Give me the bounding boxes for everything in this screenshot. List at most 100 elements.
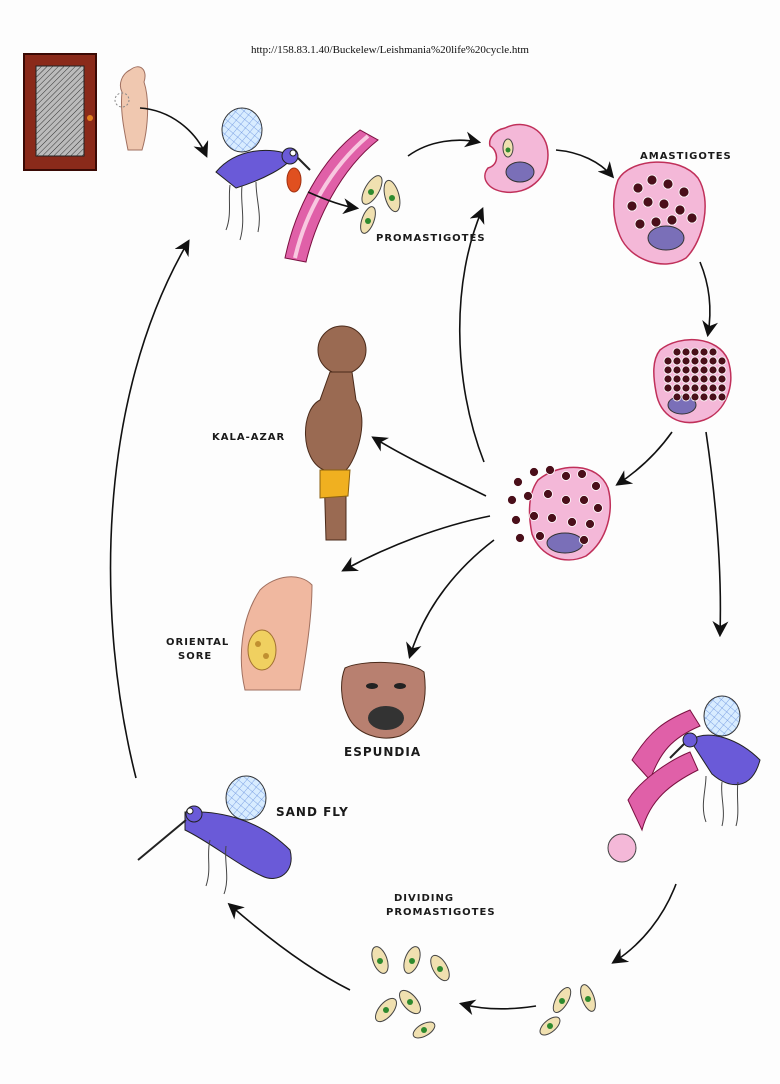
amastigote-dot (672, 365, 682, 375)
amastigote-dot (681, 356, 691, 366)
sand-fly-top-illustration (215, 107, 311, 241)
amastigote-dot (690, 347, 700, 357)
kala-azar-child-illustration (305, 325, 367, 541)
amastigote-dot (681, 374, 691, 384)
arrow-dividing-to-sandfly (227, 902, 351, 991)
amastigote-dot (699, 347, 709, 357)
amastigote-dot (535, 531, 545, 541)
label-amastigotes: AMASTIGOTES (640, 151, 732, 162)
dividing-promastigotes-group (371, 946, 450, 1039)
arrow-fly-to-promastigotes (307, 191, 360, 215)
arrow-to-oriental-sore (341, 515, 491, 572)
source-url: http://158.83.1.40/Buckelew/Leishmania%2… (251, 44, 529, 56)
amastigote-dot (561, 495, 571, 505)
amastigote-dot (577, 469, 587, 479)
label-kala-azar: KALA-AZAR (212, 432, 286, 443)
amastigote-dot (626, 200, 638, 212)
arrow-ruptured-to-macrophage (458, 207, 485, 463)
amastigote-dot (717, 392, 727, 402)
amastigote-dot (672, 383, 682, 393)
amastigote-dot (708, 365, 718, 375)
amastigote-dot (515, 533, 525, 543)
amastigote-dot (699, 383, 709, 393)
amastigote-dot (708, 356, 718, 366)
amastigote-dot (672, 347, 682, 357)
amastigote-cell-1 (613, 161, 706, 265)
label-dividing-line2: PROMASTIGOTES (386, 907, 496, 918)
arrow-dense-down (705, 431, 729, 638)
amastigote-dot (543, 489, 553, 499)
amastigote-dot (708, 374, 718, 384)
amastigote-dot (663, 356, 673, 366)
amastigote-dot (567, 517, 577, 527)
amastigote-dot (681, 383, 691, 393)
promastigotes-group-top (360, 175, 401, 234)
amastigote-dot (511, 515, 521, 525)
amastigote-dot (681, 365, 691, 375)
label-espundia: ESPUNDIA (344, 745, 422, 759)
arrow-vessel-to-macrophage (407, 131, 482, 157)
arrow-to-kala-azar (371, 436, 487, 497)
amastigote-dot (699, 374, 709, 384)
arrow-fly-to-promastigotes-bottom (611, 883, 677, 964)
amastigote-dot (690, 374, 700, 384)
amastigote-dot (591, 481, 601, 491)
amastigote-dot (579, 495, 589, 505)
amastigote-dot (663, 374, 673, 384)
ruptured-cell (507, 465, 611, 561)
amastigote-dot (690, 356, 700, 366)
oriental-sore-illustration (240, 576, 313, 691)
arrow-dense-to-ruptured (615, 431, 673, 486)
amastigote-dot (547, 513, 557, 523)
amastigote-dot (717, 374, 727, 384)
sand-fly-bottom-illustration (137, 775, 292, 895)
label-sand-fly: SAND FLY (276, 805, 349, 819)
amastigote-dot (579, 535, 589, 545)
amastigote-dot (708, 383, 718, 393)
amastigote-dot (699, 392, 709, 402)
amastigote-dot (699, 356, 709, 366)
label-oriental-sore-line2: SORE (178, 651, 213, 662)
label-promastigotes: PROMASTIGOTES (376, 233, 486, 244)
arrows (109, 107, 729, 1016)
amastigote-dot (663, 383, 673, 393)
amastigote-dot (672, 374, 682, 384)
promastigotes-group-bottom (539, 984, 596, 1036)
arrow-promastigotes-to-dividing (458, 999, 537, 1016)
amastigote-dot (690, 365, 700, 375)
label-dividing-line1: DIVIDING (394, 893, 455, 904)
amastigote-dot (672, 356, 682, 366)
amastigote-dot (666, 214, 678, 226)
amastigote-dot (717, 356, 727, 366)
macrophage-engulfing (484, 123, 549, 194)
amastigote-dot (529, 467, 539, 477)
amastigote-dot (523, 491, 533, 501)
amastigote-dot (708, 392, 718, 402)
label-oriental-sore-line1: ORIENTAL (166, 637, 230, 648)
amastigote-dot (663, 365, 673, 375)
amastigote-cell-dense (653, 338, 732, 424)
arrow-arm-to-fly (139, 107, 209, 158)
amastigote-dot (672, 392, 682, 402)
amastigote-dot (708, 347, 718, 357)
amastigote-dot (699, 365, 709, 375)
amastigote-dot (513, 477, 523, 487)
amastigote-dot (561, 471, 571, 481)
amastigote-dot (593, 503, 603, 513)
amastigote-dot (545, 465, 555, 475)
amastigote-dot (717, 383, 727, 393)
arrow-amastigotes-to-dense (699, 261, 718, 338)
amastigote-dot (717, 365, 727, 375)
human-arm-illustration (114, 66, 149, 151)
amastigote-dot (686, 212, 698, 224)
amastigote-dot (681, 392, 691, 402)
amastigote-dot (681, 347, 691, 357)
blood-vessel-top (284, 129, 379, 263)
amastigote-dot (632, 182, 644, 194)
arrow-to-espundia (406, 539, 495, 660)
amastigote-dot (674, 204, 686, 216)
amastigote-dot (650, 216, 662, 228)
amastigote-dot (690, 392, 700, 402)
